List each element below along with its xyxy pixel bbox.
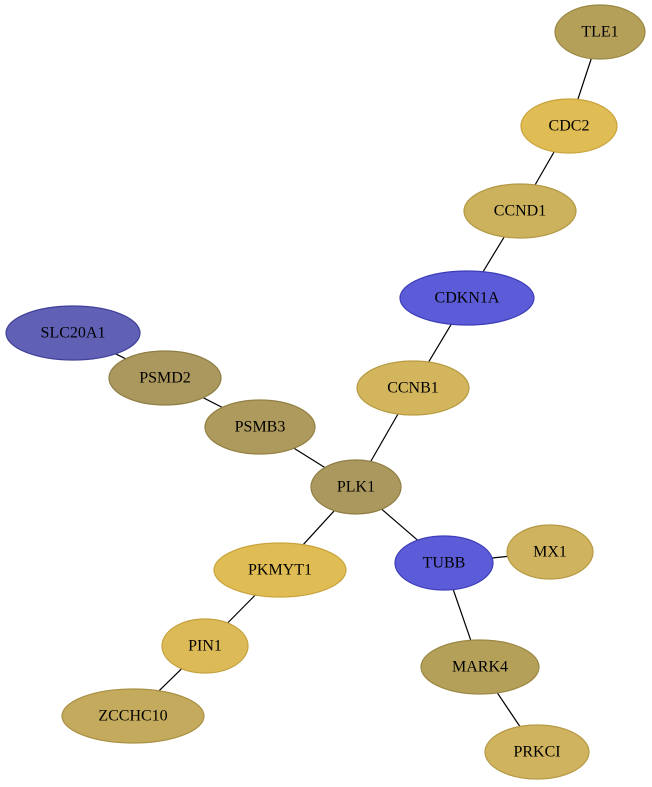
node-label: PIN1: [188, 638, 222, 655]
node-ellipse[interactable]: [61, 688, 205, 744]
node-ellipse[interactable]: [554, 4, 646, 60]
node-ellipse[interactable]: [520, 98, 618, 154]
node-psmb3[interactable]: PSMB3: [204, 399, 316, 455]
node-ellipse[interactable]: [484, 724, 590, 780]
node-label: PRKCI: [513, 744, 560, 761]
node-tle1[interactable]: TLE1: [554, 4, 646, 60]
node-label: CDC2: [549, 118, 590, 135]
node-label: TLE1: [581, 24, 618, 41]
node-pin1[interactable]: PIN1: [161, 618, 249, 674]
node-cdc2[interactable]: CDC2: [520, 98, 618, 154]
node-ellipse[interactable]: [108, 350, 222, 406]
node-label: MX1: [533, 544, 567, 561]
node-label: CCND1: [494, 203, 546, 220]
node-label: PKMYT1: [248, 562, 312, 579]
node-ellipse[interactable]: [399, 270, 535, 326]
edge-plk1-tubb: [381, 508, 418, 541]
edge-slc20a1-psmd2: [115, 353, 126, 360]
edge-ccnd1-cdkn1a: [482, 236, 505, 273]
node-tubb[interactable]: TUBB: [394, 535, 494, 591]
node-pkmyt1[interactable]: PKMYT1: [213, 542, 347, 598]
node-label: PLK1: [337, 479, 375, 496]
node-ellipse[interactable]: [310, 459, 402, 515]
edge-tle1-cdc2: [577, 58, 592, 100]
node-label: SLC20A1: [41, 325, 106, 342]
node-prkci[interactable]: PRKCI: [484, 724, 590, 780]
edge-pin1-zcchc10: [158, 668, 183, 692]
node-label: ZCCHC10: [98, 708, 167, 725]
edge-psmd2-psmb3: [202, 397, 223, 408]
edge-pkmyt1-pin1: [227, 594, 256, 624]
node-ellipse[interactable]: [161, 618, 249, 674]
edge-psmb3-plk1: [293, 447, 326, 469]
node-slc20a1[interactable]: SLC20A1: [5, 305, 141, 361]
node-zcchc10[interactable]: ZCCHC10: [61, 688, 205, 744]
node-cdkn1a[interactable]: CDKN1A: [399, 270, 535, 326]
node-ellipse[interactable]: [394, 535, 494, 591]
node-ellipse[interactable]: [420, 639, 540, 695]
node-mark4[interactable]: MARK4: [420, 639, 540, 695]
edge-mark4-prkci: [496, 692, 521, 727]
edge-ccnb1-plk1: [370, 413, 399, 462]
edge-plk1-pkmyt1: [302, 510, 335, 546]
node-mx1[interactable]: MX1: [506, 524, 594, 580]
edge-layer: [115, 58, 592, 727]
edge-cdc2-ccnd1: [534, 151, 555, 186]
node-ellipse[interactable]: [5, 305, 141, 361]
node-ellipse[interactable]: [506, 524, 594, 580]
node-plk1[interactable]: PLK1: [310, 459, 402, 515]
node-psmd2[interactable]: PSMD2: [108, 350, 222, 406]
node-ellipse[interactable]: [204, 399, 316, 455]
node-label: CCNB1: [387, 380, 439, 397]
node-ccnb1[interactable]: CCNB1: [356, 360, 470, 416]
node-label: TUBB: [423, 555, 466, 572]
node-label: CDKN1A: [435, 290, 500, 307]
node-ellipse[interactable]: [356, 360, 470, 416]
node-label: PSMB3: [235, 419, 286, 436]
edge-tubb-mark4: [452, 589, 472, 641]
node-ellipse[interactable]: [213, 542, 347, 598]
node-label: MARK4: [452, 659, 508, 676]
edge-cdkn1a-ccnb1: [428, 323, 452, 363]
node-label: PSMD2: [139, 370, 191, 387]
edge-tubb-mx1: [492, 555, 508, 559]
node-ccnd1[interactable]: CCND1: [463, 183, 577, 239]
node-ellipse[interactable]: [463, 183, 577, 239]
